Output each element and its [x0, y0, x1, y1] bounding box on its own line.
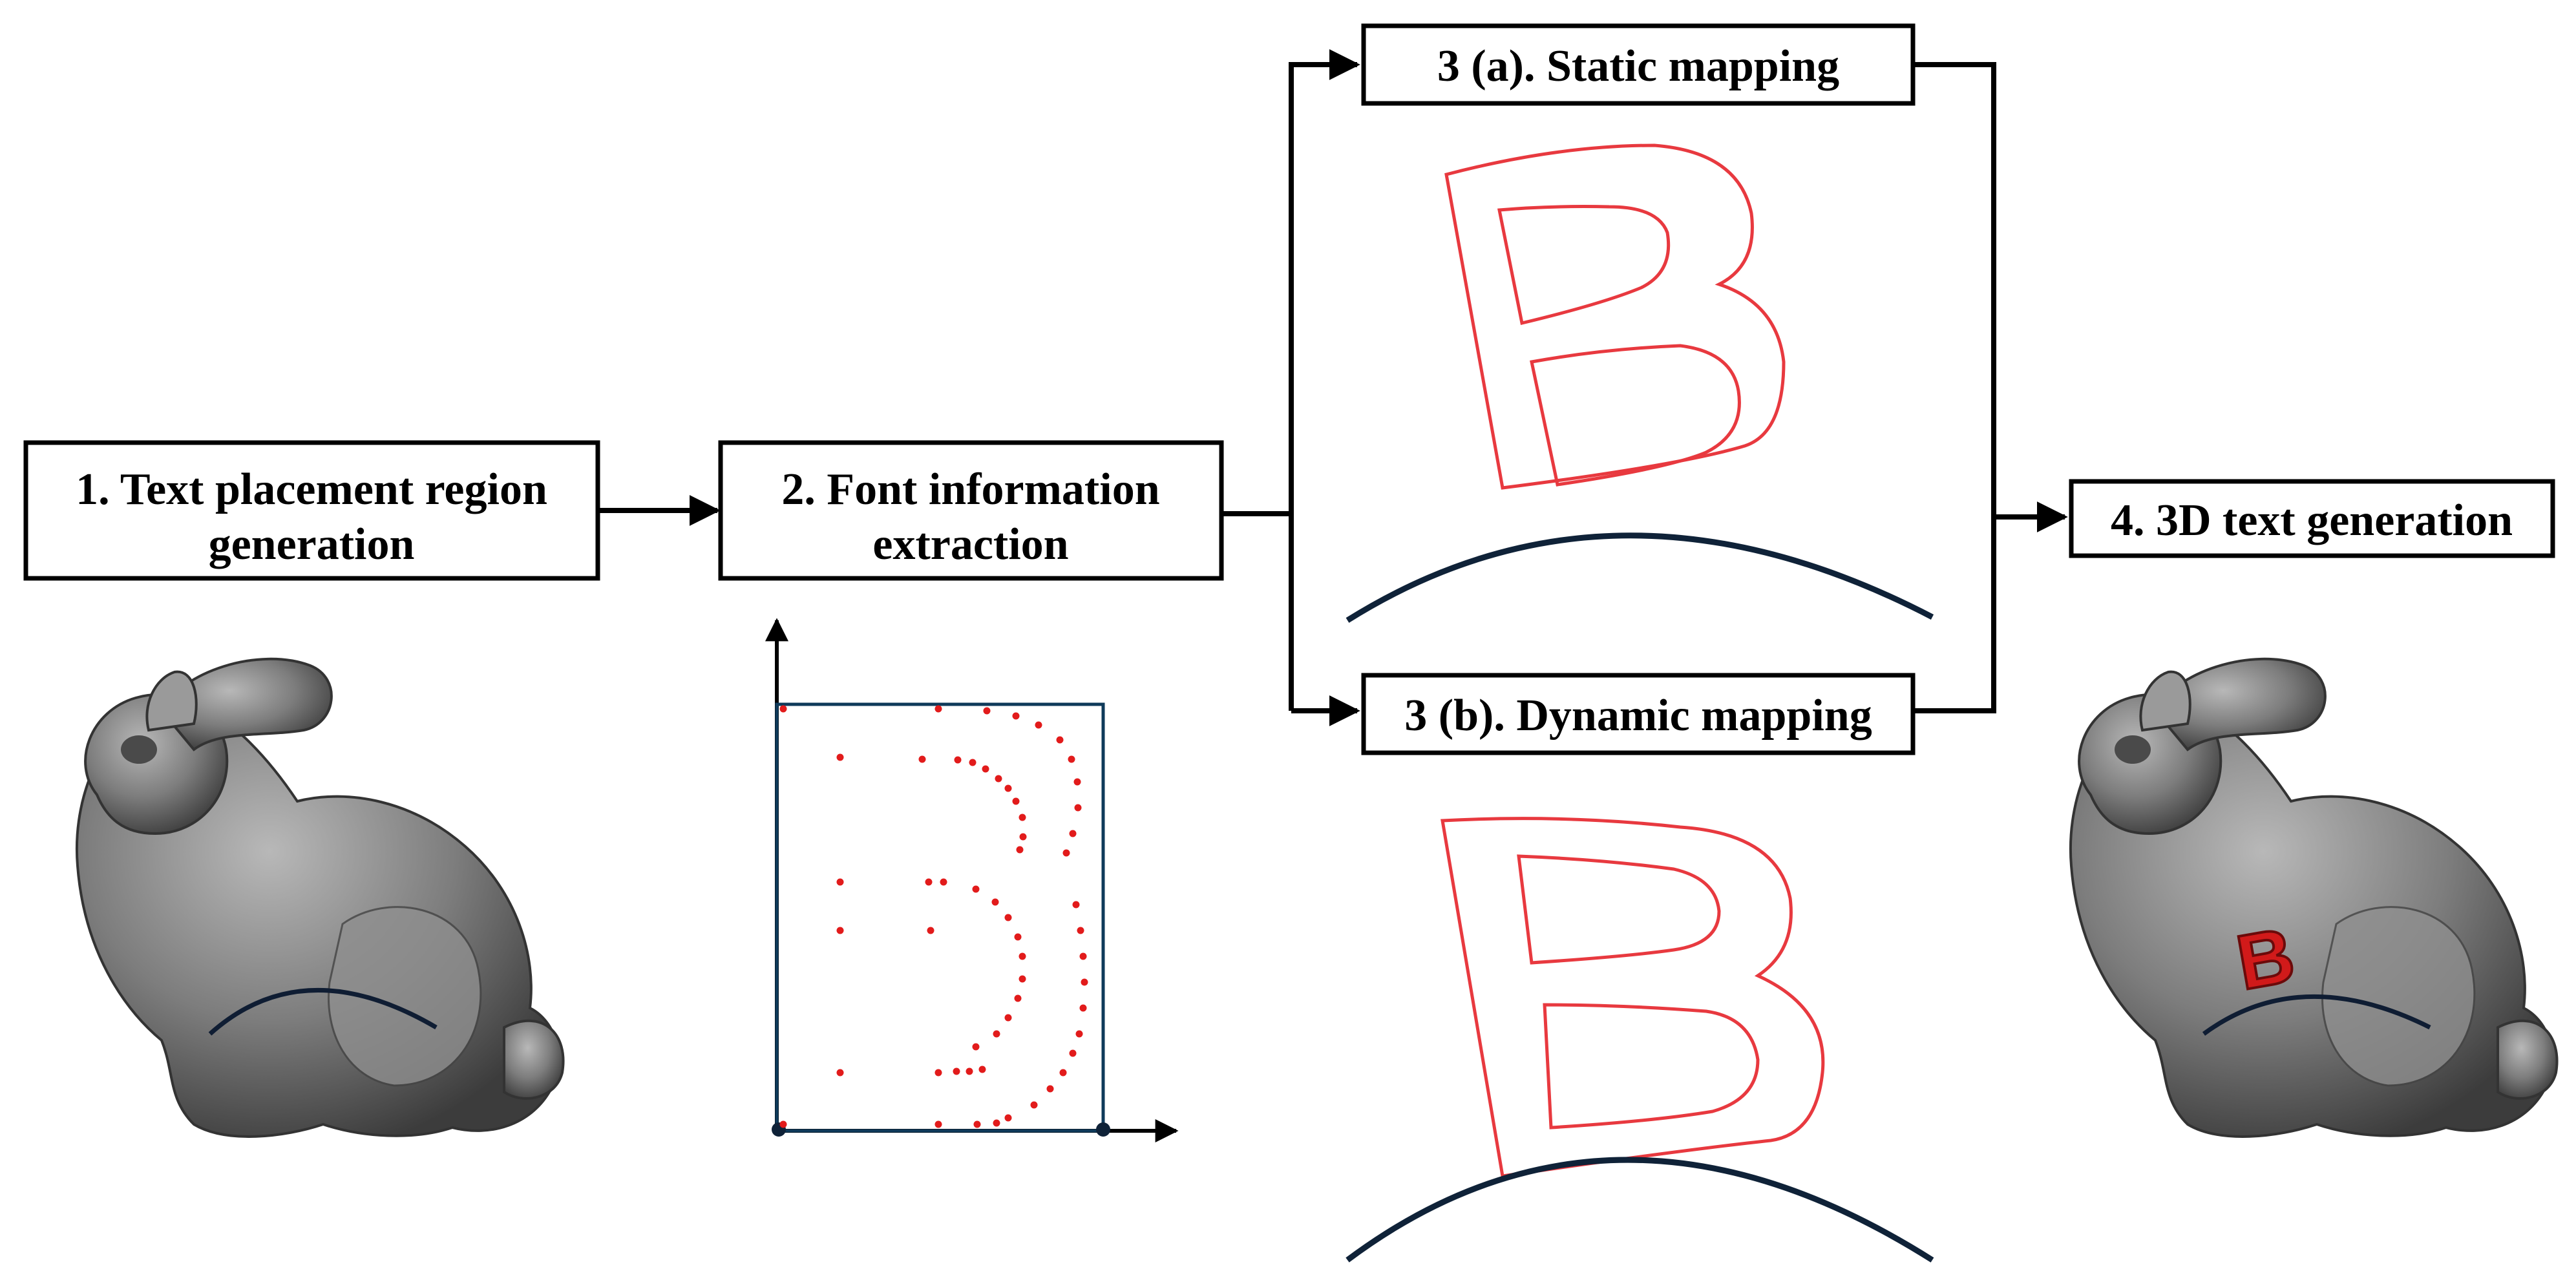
sample-point [836, 878, 844, 886]
sample-point [1069, 830, 1077, 837]
step1-label-line1: 1. Text placement region [76, 465, 547, 514]
sample-point [1069, 1049, 1077, 1057]
sample-point [934, 1069, 942, 1077]
step3a-label: 3 (a). Static mapping [1437, 41, 1839, 91]
sample-point [1016, 846, 1024, 854]
step1-box: 1. Text placement region generation [23, 440, 600, 581]
sample-point [1081, 978, 1088, 986]
connectors [598, 49, 2068, 726]
step2-label-line2: extraction [872, 520, 1068, 569]
sample-point [1019, 952, 1026, 960]
sample-point [925, 878, 933, 886]
step3b-box: 3 (b). Dynamic mapping [1361, 673, 1916, 755]
sample-point [1079, 952, 1087, 960]
sample-point [1004, 1114, 1012, 1122]
sample-point [779, 1120, 787, 1128]
sample-point [993, 1030, 1000, 1038]
sample-points [779, 705, 1088, 1128]
bunny-mesh-icon [75, 657, 565, 1138]
sample-point [836, 927, 844, 934]
dynamic-mapping-illustration [1346, 817, 1934, 1263]
sample-point [993, 1119, 1000, 1127]
step2-box: 2. Font information extraction [718, 440, 1224, 581]
step2-label-line1: 2. Font information [781, 465, 1159, 514]
sample-point [1004, 784, 1012, 792]
sample-point [1019, 814, 1026, 821]
sample-point [1035, 721, 1042, 729]
sample-point [1012, 797, 1020, 805]
sample-point [1004, 914, 1012, 921]
static-surface-curve [1346, 532, 1934, 623]
sample-point [972, 1043, 980, 1051]
step3a-box: 3 (a). Static mapping [1361, 23, 1916, 106]
step4-label: 4. 3D text generation [2111, 496, 2513, 545]
sample-point [779, 705, 787, 713]
bunny-mesh-with-text-icon: B [2069, 657, 2559, 1138]
sample-point [836, 1069, 844, 1077]
sample-point [969, 759, 977, 766]
sample-point [1012, 712, 1020, 720]
sample-point [1019, 833, 1027, 841]
sample-point [1068, 755, 1075, 763]
sample-point [1059, 1069, 1067, 1077]
left-placement-curve [208, 987, 438, 1036]
sample-point [1072, 901, 1080, 909]
connector-step3a-to-merge [1913, 62, 1996, 713]
static-mapping-illustration [1346, 143, 1934, 623]
static-mapped-glyph [1444, 143, 1786, 490]
dynamic-surface-curve [1346, 1157, 1934, 1263]
font-point-plot [765, 618, 1179, 1142]
corner-point [1096, 1122, 1110, 1137]
sample-point [1056, 736, 1064, 744]
sample-point [1004, 1014, 1012, 1022]
sample-point [1075, 1030, 1083, 1038]
step1-label-line2: generation [209, 520, 415, 569]
sample-point [836, 753, 844, 761]
sample-point [1019, 975, 1026, 983]
sample-point [972, 885, 980, 893]
sample-point [995, 775, 1002, 783]
sample-point [934, 705, 942, 713]
sample-point [973, 1120, 981, 1128]
sample-point [934, 1120, 942, 1128]
sample-point [991, 898, 999, 906]
sample-point [1030, 1101, 1038, 1109]
sample-point [1046, 1085, 1054, 1093]
sample-point [918, 755, 926, 763]
sample-point [1073, 778, 1081, 786]
glyph-bounding-box [775, 702, 1105, 1133]
sample-point [953, 1067, 960, 1075]
sample-point [978, 1066, 986, 1073]
sample-point [940, 878, 947, 886]
step4-box: 4. 3D text generation [2069, 479, 2555, 558]
sample-point [927, 927, 934, 934]
sample-point [1014, 933, 1022, 941]
step3b-label: 3 (b). Dynamic mapping [1404, 691, 1872, 741]
sample-point [1079, 1004, 1087, 1012]
sample-point [1014, 994, 1022, 1002]
sample-point [1062, 849, 1070, 857]
sample-point [1074, 804, 1082, 812]
sample-point [954, 756, 962, 764]
sample-point [1077, 927, 1084, 934]
dynamic-mapped-glyph [1441, 817, 1825, 1178]
sample-point [966, 1067, 973, 1075]
arrow-branch-to-step3a [1289, 49, 1360, 711]
sample-point [983, 707, 991, 715]
right-placement-curve [2202, 994, 2431, 1036]
sample-point [982, 765, 989, 773]
